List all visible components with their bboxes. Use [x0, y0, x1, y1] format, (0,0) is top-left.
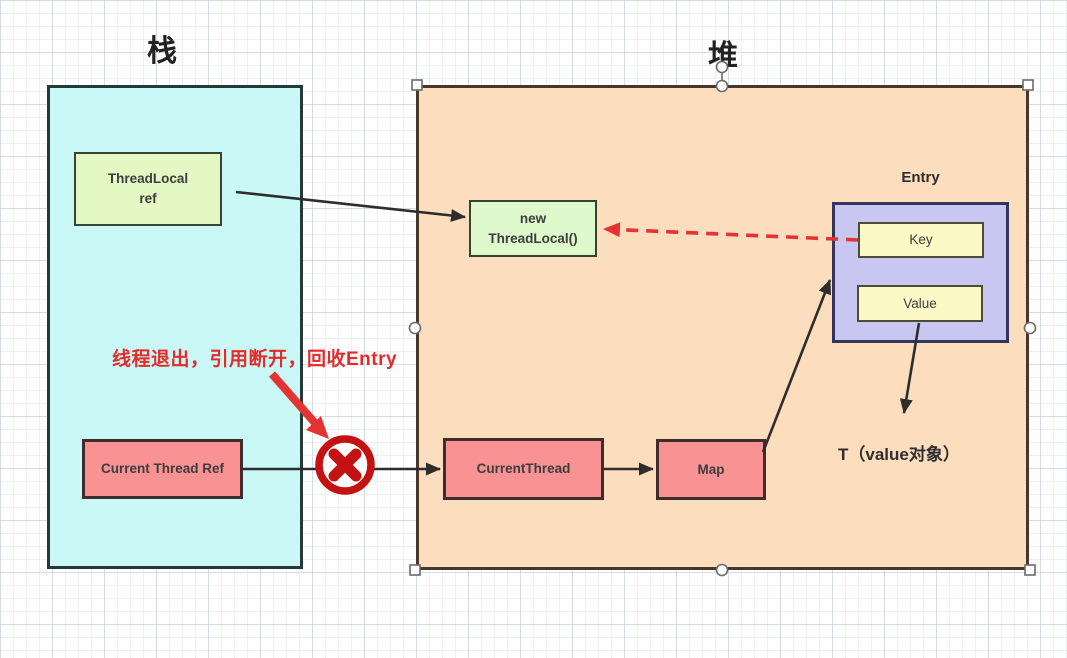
broken-reference-icon [315, 435, 375, 495]
node-new-threadlocal: new ThreadLocal() [469, 200, 597, 257]
node-current-thread-ref: Current Thread Ref [82, 439, 243, 499]
stack-title: 栈 [147, 35, 179, 68]
heap-title: 堆 [708, 40, 740, 73]
node-key: Key [858, 222, 984, 258]
node-value: Value [857, 285, 983, 322]
annotation-thread-exit: 线程退出，引用断开，回收Entry [112, 349, 398, 370]
node-threadlocal-ref: ThreadLocal ref [74, 152, 222, 226]
node-current-thread: CurrentThread [443, 438, 604, 500]
entry-label: Entry [901, 169, 940, 186]
node-map: Map [656, 439, 766, 500]
node-t-value-object: T（value对象） [838, 445, 960, 464]
